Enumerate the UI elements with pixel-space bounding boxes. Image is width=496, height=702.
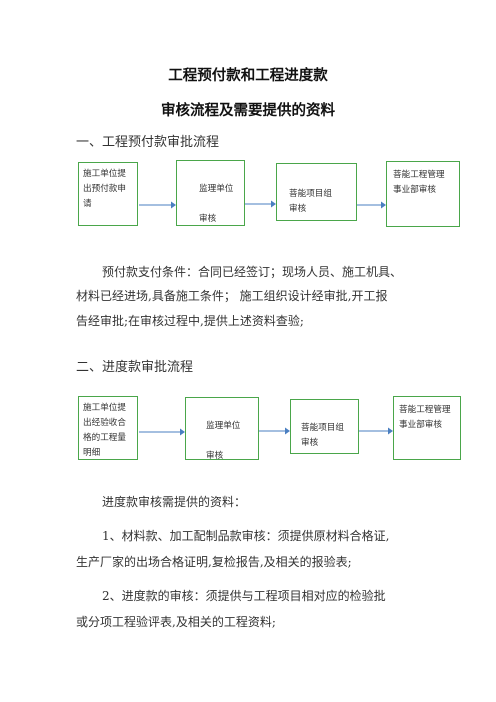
flow2-box-label: 监理单位 审核 [206, 421, 241, 460]
flow1-box-supervisor-review: 监理单位 审核 [176, 160, 245, 226]
paragraph-line: 生产厂家的出场合格证明,复检报告,及相关的报验表; [76, 555, 352, 569]
paragraph-line: 材料已经进场,具备施工条件； 施工组织设计经审批,开工报 [76, 289, 388, 303]
flow1-box-engineering-dept-review: 菩能工程管理事业部审核 [386, 161, 460, 227]
flow2-arrow-2 [259, 427, 290, 435]
document-title: 工程预付款和工程进度款 [168, 68, 328, 84]
flow1-box-label: 监理单位 审核 [199, 184, 234, 224]
paragraph-line: 预付款支付条件：合同已经签订；现场人员、施工机具、 [102, 265, 403, 279]
flow2-box-supervisor-review: 监理单位 审核 [185, 397, 259, 460]
section2-heading: 二、进度款审批流程 [76, 360, 194, 375]
paragraph-line: 1、材料款、加工配制品款审核：须提供原材料合格证, [102, 529, 390, 543]
flow1-arrow-2 [245, 200, 276, 208]
flow2-arrow-3 [359, 427, 393, 435]
flow1-box-contractor-application: 施工单位提出预付款申请 [78, 162, 138, 226]
flow1-arrow-3 [357, 201, 386, 209]
paragraph-line: 或分项工程验评表,及相关的工程资料; [76, 615, 276, 629]
flow1-arrow-1 [139, 201, 176, 209]
flow2-box-contractor-quantities: 施工单位提出经验收合格的工程量明细 [78, 396, 138, 460]
flow2-box-label: 菩能项目组 审核 [301, 423, 344, 448]
flow2-box-project-team-review: 菩能项目组 审核 [290, 399, 359, 454]
document-subtitle: 审核流程及需要提供的资料 [161, 103, 335, 119]
section1-heading: 一、工程预付款审批流程 [76, 135, 220, 150]
flow1-box-label: 菩能工程管理事业部审核 [393, 170, 445, 195]
flow1-box-label: 施工单位提出预付款申请 [83, 169, 126, 209]
flow2-arrow-1 [139, 428, 185, 436]
flow2-box-label: 施工单位提出经验收合格的工程量明细 [83, 403, 126, 458]
flow2-box-label: 菩能工程管理事业部审核 [399, 405, 451, 430]
flow1-box-project-team-review: 菩能项目组 审核 [276, 163, 357, 221]
progress-payment-intro: 进度款审核需提供的资料： [102, 495, 247, 509]
flow2-box-engineering-dept-review: 菩能工程管理事业部审核 [393, 396, 461, 460]
flow1-box-label: 菩能项目组 审核 [289, 189, 332, 214]
paragraph-line: 2、进度款的审核：须提供与工程项目相对应的检验批 [102, 589, 386, 603]
paragraph-line: 告经审批;在审核过程中,提供上述资料查验; [76, 314, 304, 328]
